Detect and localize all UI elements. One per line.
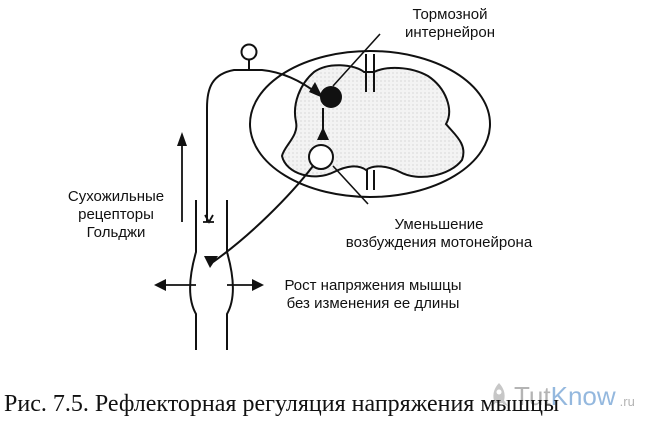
afferent-synapse-arrow	[309, 82, 323, 98]
receptor-terminal	[203, 214, 214, 224]
label-interneuron-line1: Тормозной	[412, 6, 488, 23]
label-interneuron-line2: интернейрон	[404, 24, 496, 41]
motoneuron-label-pointer	[332, 165, 369, 205]
muscle-outline	[189, 200, 234, 350]
tension-arrowhead-right	[252, 279, 264, 291]
watermark-tut: Tut	[514, 380, 551, 411]
label-receptors-line3: Гольджи	[86, 224, 146, 241]
label-tension-growth: Рост напряжения мышцы без изменения ее д…	[266, 277, 480, 313]
rocket-icon	[490, 383, 508, 406]
label-receptors: Сухожильные рецепторы Гольджи	[56, 188, 176, 242]
efferent-end-arrow	[204, 256, 218, 268]
ventral-fissure	[366, 170, 375, 190]
label-receptors-line1: Сухожильные	[67, 188, 165, 205]
label-tension-growth-line2: без изменения ее длины	[286, 295, 460, 312]
interneuron-label-pointer	[332, 33, 381, 87]
label-tension-growth-line1: Рост напряжения мышцы	[284, 277, 462, 294]
ganglion-neuron	[240, 43, 258, 61]
label-interneuron: Тормозной интернейрон	[380, 6, 520, 42]
efferent-fiber	[212, 165, 314, 263]
tension-arrowhead-left	[154, 279, 166, 291]
inhibitory-interneuron	[320, 86, 342, 108]
label-reduced-excitation-line1: Уменьшение	[394, 216, 484, 233]
inhibitory-synapse-arrow	[317, 127, 329, 140]
watermark-logo: TutKnow.ru	[488, 378, 635, 414]
figure-caption: Рис. 7.5. Рефлекторная регуляция напряже…	[4, 391, 560, 417]
afferent-direction-arrowhead	[177, 132, 187, 146]
watermark-suffix: .ru	[619, 393, 635, 409]
motoneuron	[308, 144, 334, 170]
watermark-know: Know	[550, 380, 616, 411]
dorsal-septum	[365, 54, 375, 92]
afferent-fiber	[206, 69, 319, 222]
watermark-text: TutKnow	[514, 381, 616, 412]
label-reduced-excitation: Уменьшение возбуждения мотонейрона	[322, 216, 556, 252]
label-receptors-line2: рецепторы	[78, 206, 154, 223]
label-reduced-excitation-line2: возбуждения мотонейрона	[345, 234, 533, 251]
